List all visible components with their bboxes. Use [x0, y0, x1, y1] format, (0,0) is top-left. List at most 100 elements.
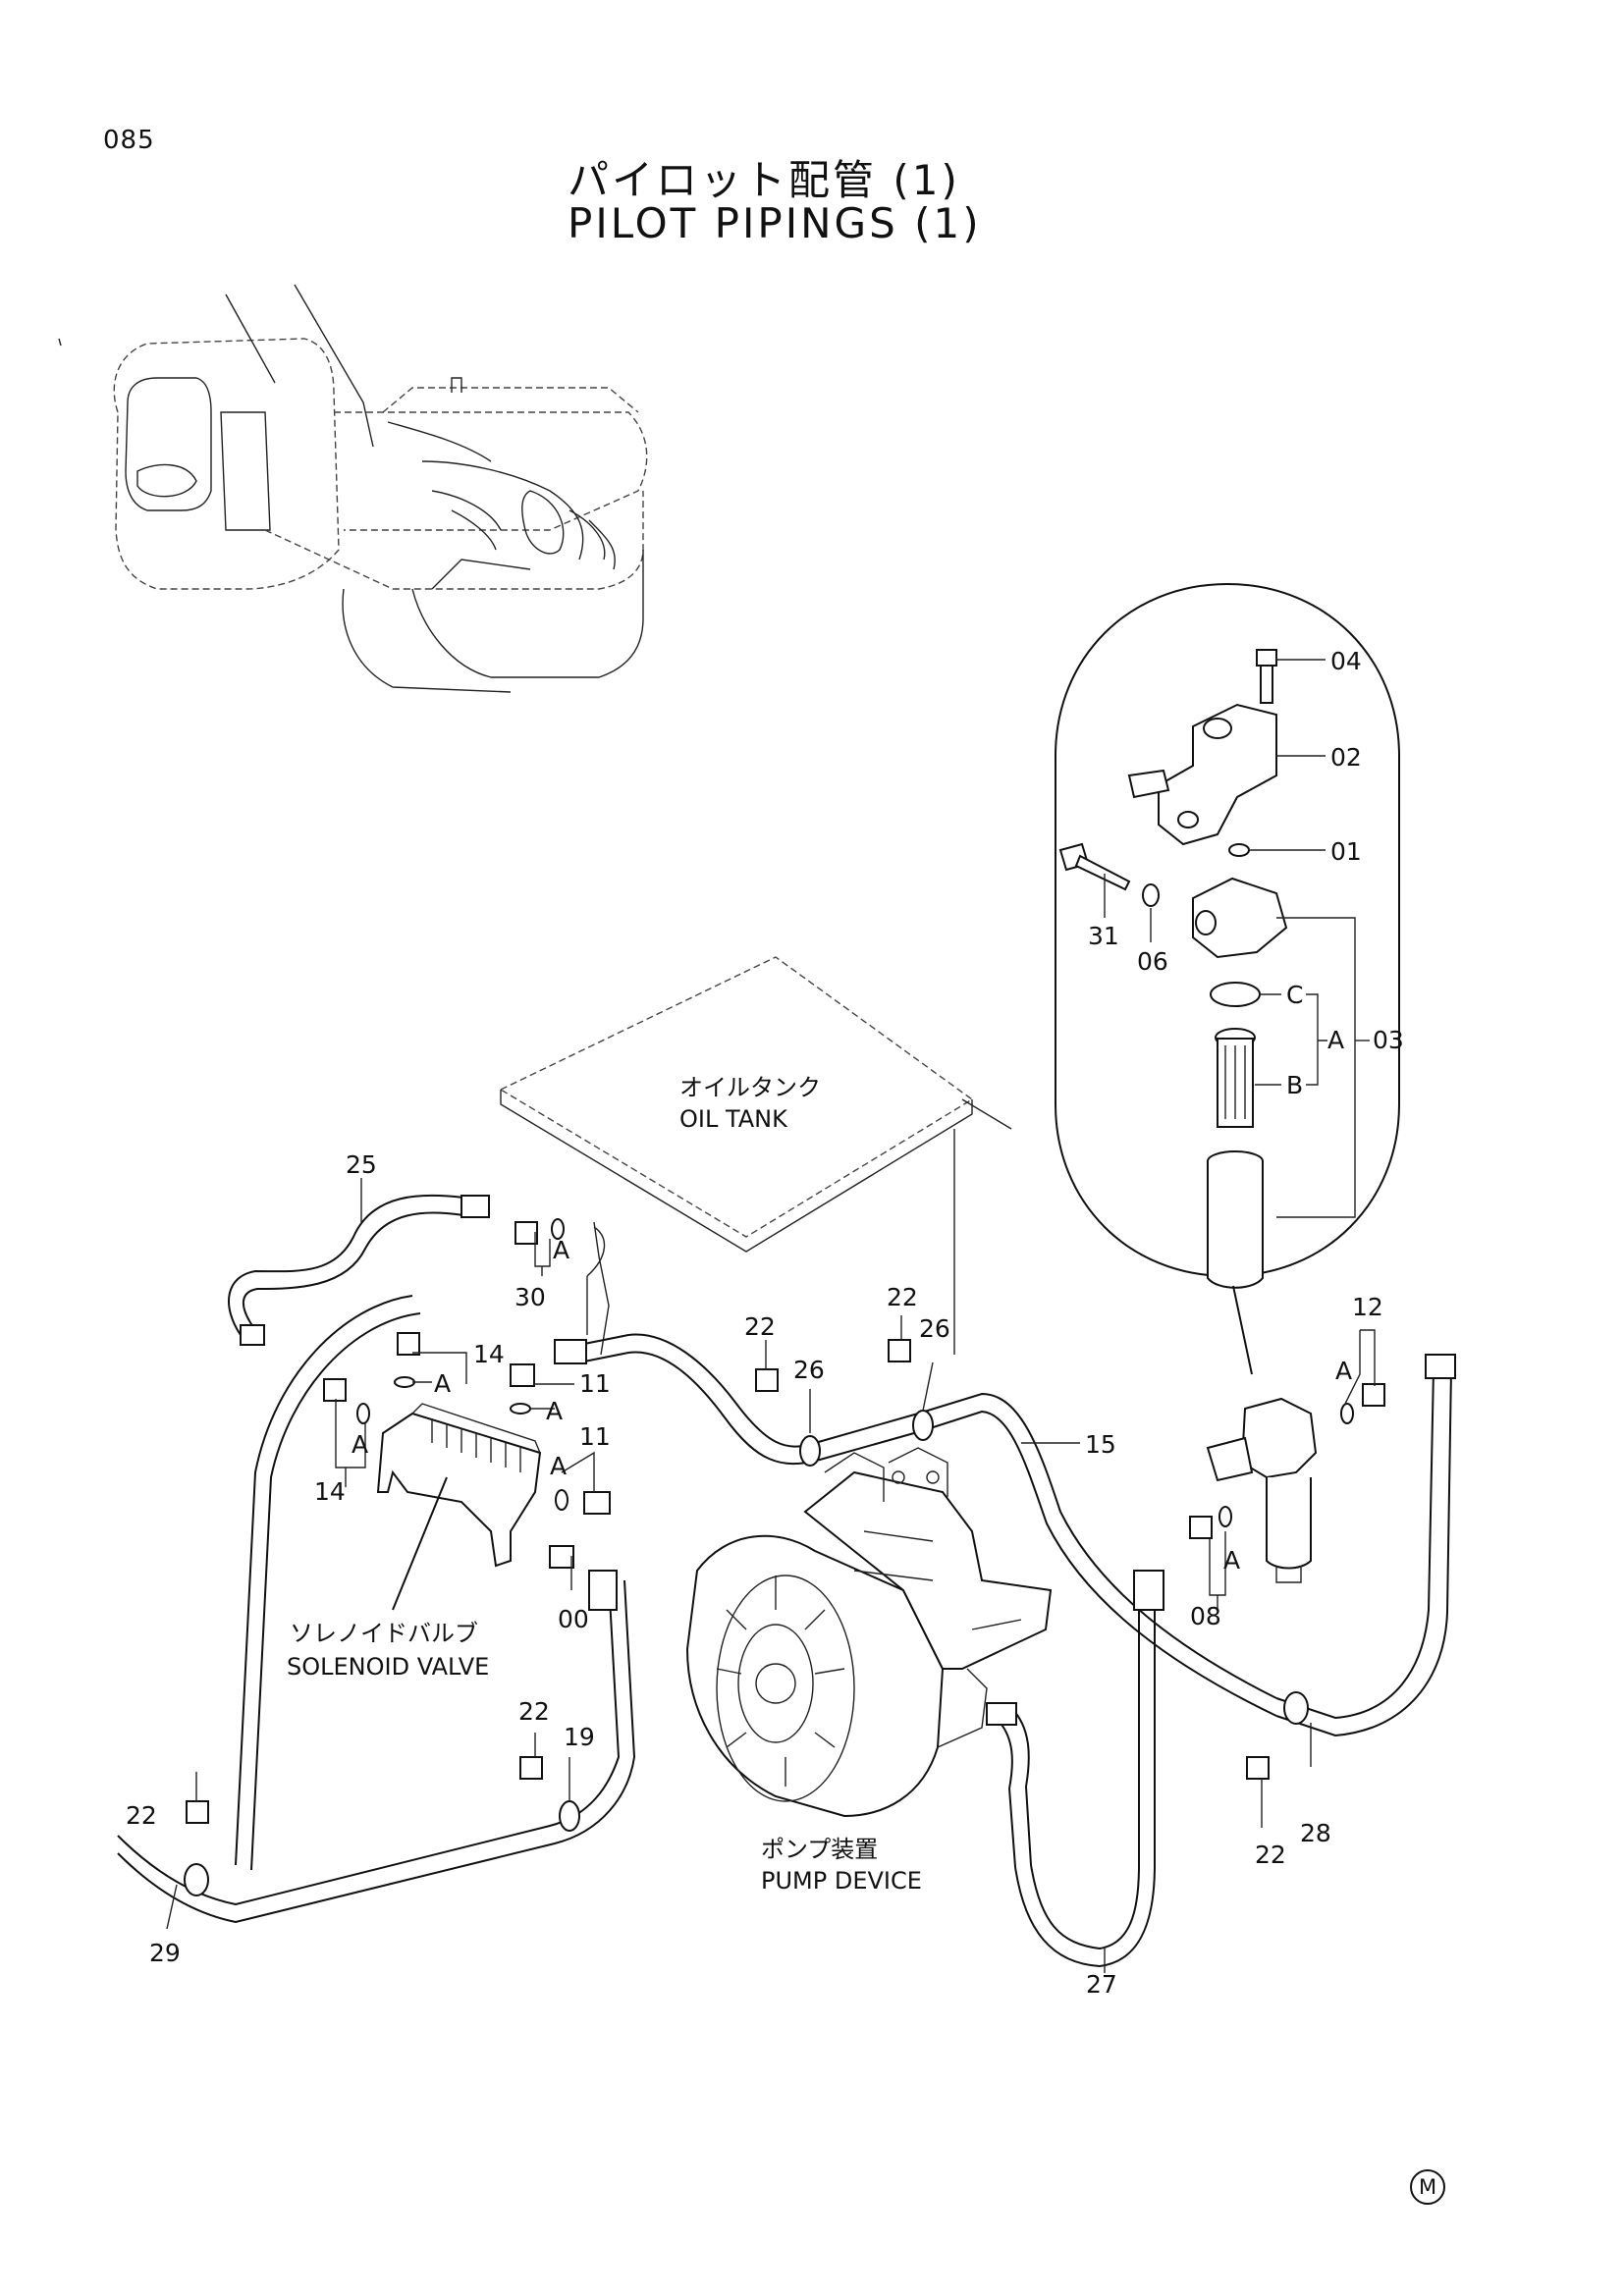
callout-27: 27 [1086, 1970, 1117, 1999]
callout-12: 12 [1352, 1293, 1383, 1321]
o-ring-icon [510, 1403, 531, 1415]
callout-22-lower: 22 [518, 1697, 550, 1726]
bolt-22-icon [888, 1339, 911, 1362]
leader-line [392, 1476, 448, 1611]
callout-c: C [1286, 981, 1303, 1009]
callout-11-mid: 11 [579, 1422, 611, 1451]
callout-22-pump-right: 22 [887, 1283, 918, 1311]
hose-15 [578, 1351, 1277, 1717]
callout-a-11-mid: A [550, 1452, 567, 1480]
filter-assembly [1206, 1397, 1318, 1583]
hose-fitting-icon [240, 1324, 265, 1346]
hose-fitting-icon [1133, 1570, 1164, 1611]
hose-fitting-icon [986, 1702, 1017, 1726]
valve-body-02-icon [1158, 703, 1277, 846]
callout-b: B [1286, 1071, 1303, 1099]
o-ring-c-icon [1210, 982, 1261, 1007]
bolt-shank [1260, 665, 1273, 704]
hose-fitting-icon [588, 1570, 618, 1611]
callout-22-pump-left: 22 [744, 1312, 776, 1341]
leader-lines [166, 1178, 1376, 1973]
oil-tank-caption-ja: オイルタンク [679, 1074, 821, 1101]
hose-fitting-icon [1425, 1354, 1456, 1379]
callout-11-top: 11 [579, 1369, 611, 1398]
callout-a-12: A [1335, 1357, 1352, 1385]
callout-29: 29 [149, 1939, 181, 1967]
fitting-14-icon [397, 1332, 420, 1356]
solenoid-valve-caption-en: SOLENOID VALVE [287, 1653, 489, 1681]
solenoid-valve [376, 1403, 542, 1611]
clamp-26-icon [912, 1410, 934, 1441]
pump-device [685, 1447, 1053, 1818]
page-title-english: PILOT PIPINGS (1) [568, 199, 982, 247]
hose-fitting-icon [460, 1195, 490, 1218]
fitting-14-icon [323, 1378, 347, 1402]
callout-22-left: 22 [126, 1801, 157, 1830]
callout-14-top: 14 [473, 1340, 505, 1368]
callout-a-30: A [553, 1236, 569, 1264]
hose-25 [228, 1194, 464, 1336]
fitting-12-icon [1362, 1383, 1385, 1407]
bolt-22-icon [1246, 1756, 1270, 1780]
o-ring-icon [1340, 1403, 1354, 1424]
clamp-19-icon [559, 1800, 580, 1832]
callout-31: 31 [1088, 922, 1119, 950]
connector-fitting-icon [1127, 769, 1170, 799]
hose-25 [243, 1211, 464, 1328]
callout-15: 15 [1085, 1430, 1116, 1459]
hose-12 [1275, 1368, 1435, 1720]
o-ring-icon [356, 1403, 370, 1424]
callout-19: 19 [564, 1723, 595, 1751]
valve-port [1203, 718, 1232, 739]
excavator-overview [58, 284, 648, 693]
hose-19 [117, 1579, 621, 1906]
filter-case-body [1207, 1161, 1264, 1289]
bolt-22-icon [755, 1368, 779, 1392]
callout-28: 28 [1300, 1819, 1331, 1847]
solenoid-valve-caption-ja: ソレノイドバルブ [290, 1620, 478, 1647]
clamp-26-icon [799, 1435, 821, 1467]
callout-a-14-top: A [434, 1369, 451, 1398]
filter-port [1195, 910, 1217, 935]
callout-04: 04 [1330, 647, 1362, 675]
callout-03: 03 [1373, 1026, 1404, 1054]
page-title-japanese: パイロット配管 (1) [568, 156, 960, 204]
o-ring-icon [394, 1376, 415, 1388]
hose-19 [117, 1579, 636, 1924]
clamp-28-icon [1283, 1691, 1309, 1725]
callout-25: 25 [346, 1150, 377, 1179]
filter-head-icon [1192, 877, 1288, 959]
oil-tank [499, 956, 1012, 1356]
hose-fitting-icon [554, 1339, 587, 1364]
bolt-22-icon [519, 1756, 543, 1780]
bolt-shank [1074, 854, 1131, 891]
o-ring-icon [1218, 1506, 1232, 1527]
hose-27 [1010, 1610, 1140, 1950]
pilot-filter-detail [1055, 582, 1400, 1375]
captions: オイルタンク OIL TANK ソレノイドバルブ SOLENOID VALVE … [287, 1074, 922, 1895]
callout-26-left: 26 [793, 1356, 825, 1384]
fitting-11-icon [510, 1363, 535, 1387]
callout-01: 01 [1330, 837, 1362, 866]
callout-26-right: 26 [919, 1314, 950, 1343]
callout-a-11-top: A [546, 1397, 563, 1425]
callout-06: 06 [1137, 947, 1168, 976]
callout-a-14-left: A [352, 1430, 368, 1459]
callout-22-right: 22 [1255, 1841, 1286, 1869]
pump-device-caption-en: PUMP DEVICE [761, 1867, 922, 1895]
callout-02: 02 [1330, 743, 1362, 772]
callouts: 04 02 01 31 06 C A 03 B 25 A 30 14 A 11 … [126, 647, 1404, 1999]
pipe-network [117, 1194, 1456, 1968]
o-ring-01-icon [1228, 843, 1250, 857]
hose-27 [997, 1610, 1156, 1968]
callout-a-03: A [1327, 1026, 1344, 1054]
oil-tank-caption-en: OIL TANK [679, 1105, 788, 1133]
callout-08: 08 [1190, 1602, 1221, 1630]
leader-line [1232, 1285, 1253, 1375]
page-number: 085 [103, 126, 155, 155]
fitting-08-icon [1189, 1516, 1213, 1539]
o-ring-icon [555, 1489, 568, 1511]
hose-12 [1275, 1368, 1452, 1737]
clamp-29-icon [184, 1863, 209, 1896]
